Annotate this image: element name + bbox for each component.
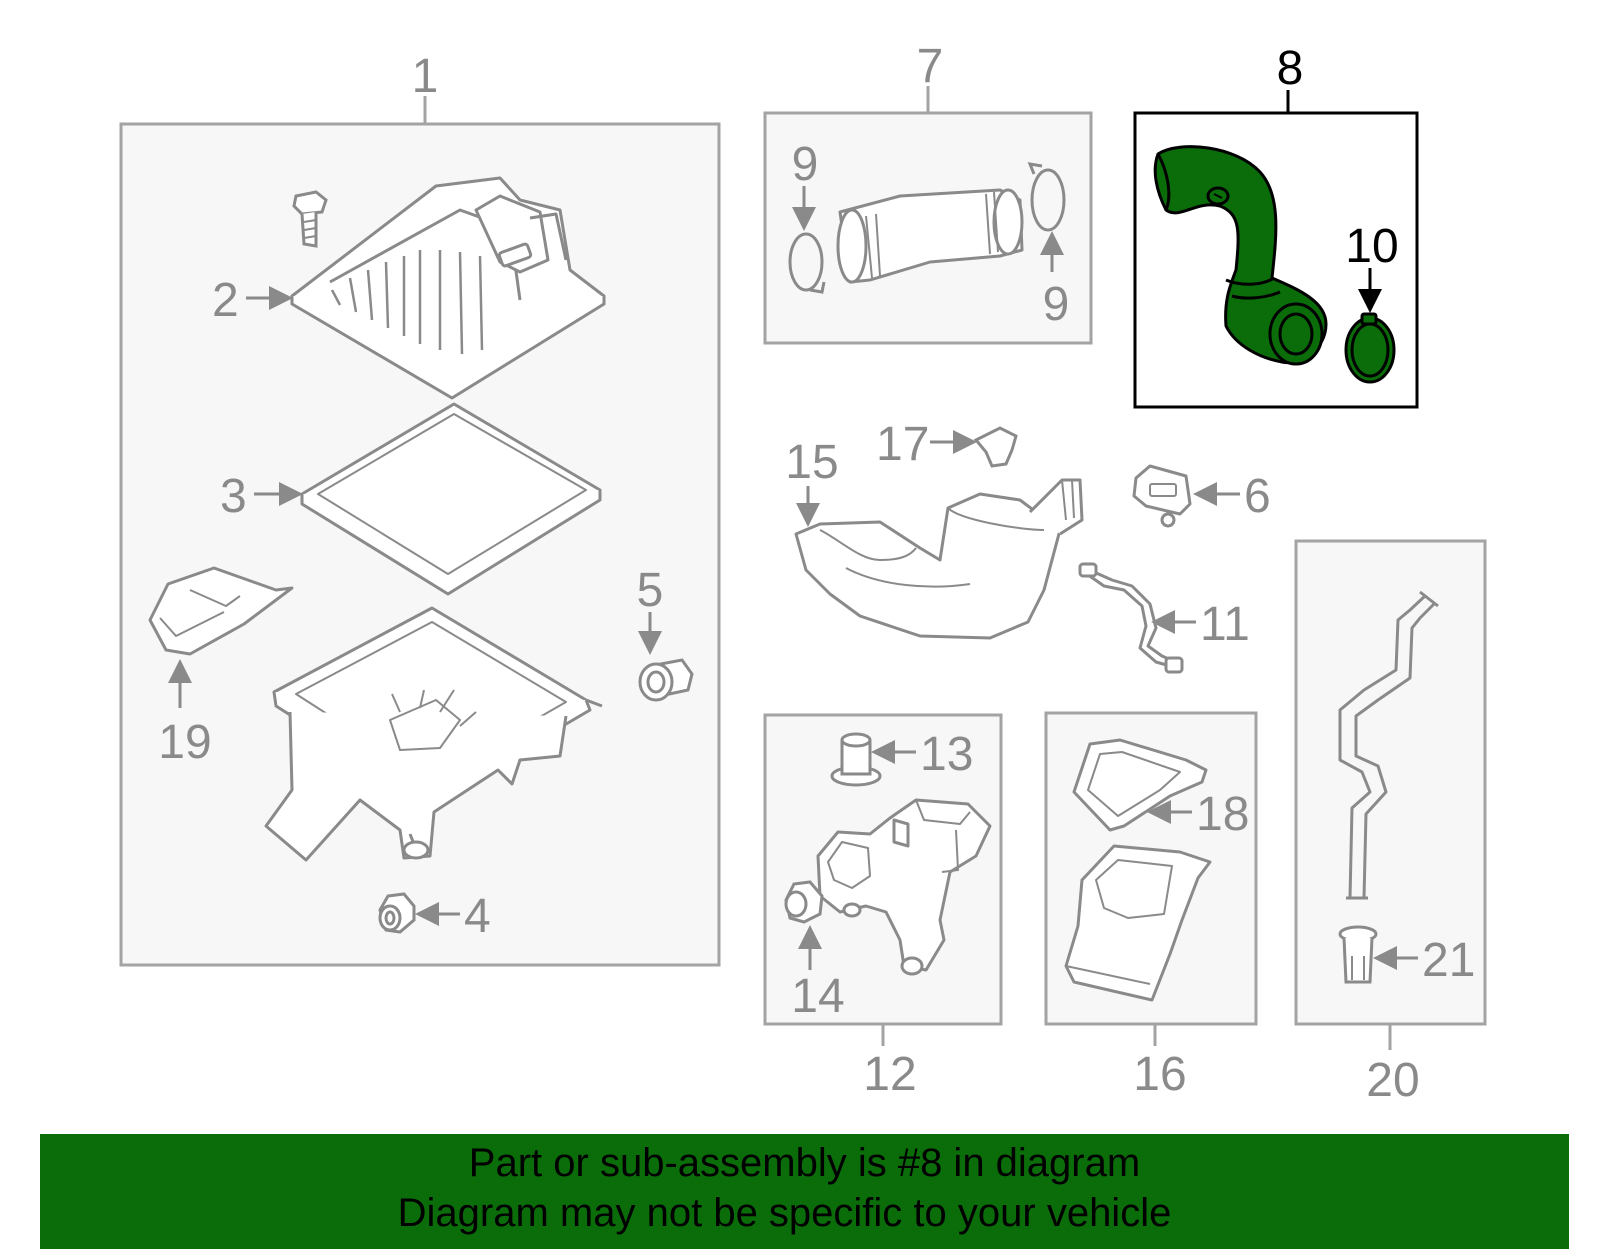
sensor-part [1132, 464, 1192, 528]
clamp-right-part [1027, 162, 1066, 232]
callout-8: 8 [1277, 42, 1304, 95]
air-duct-part [836, 188, 1024, 284]
resonator-part [816, 798, 992, 976]
info-banner: Part or sub-assembly is #8 in diagram Di… [40, 1134, 1569, 1246]
clamp-left-part [788, 232, 826, 294]
temp-sensor-part [1078, 562, 1184, 674]
seal-part-18 [1072, 738, 1208, 832]
grommet-part [378, 892, 416, 934]
cap-part-13 [830, 732, 882, 787]
callout-7: 7 [917, 40, 944, 93]
hose-clamp-part [1344, 312, 1396, 384]
callout-19: 19 [158, 716, 211, 769]
callout-12: 12 [863, 1048, 916, 1101]
grommet-part-14 [784, 880, 824, 924]
callout-20: 20 [1366, 1054, 1419, 1107]
drain-tube-box [1294, 539, 1487, 1050]
drain-tube-part [1338, 590, 1439, 900]
callout-11: 11 [1200, 598, 1250, 651]
screw-part [292, 190, 328, 248]
callout-9a: 9 [792, 138, 819, 191]
lower-duct-part [794, 478, 1084, 640]
sleeve-part [638, 658, 694, 702]
inlet-duct-part [1064, 844, 1212, 1002]
callout-15: 15 [785, 436, 838, 489]
callout-21: 21 [1422, 934, 1475, 987]
clip-part [973, 426, 1018, 468]
lower-housing-part [264, 606, 603, 862]
callout-1: 1 [412, 50, 439, 103]
callout-4: 4 [464, 890, 491, 943]
callout-13: 13 [920, 728, 973, 781]
callout-10: 10 [1345, 220, 1398, 273]
filter-element-part [300, 402, 602, 596]
callout-16: 16 [1133, 1048, 1186, 1101]
clip-part-21 [1338, 925, 1378, 984]
upper-housing-part [290, 176, 606, 400]
banner-line-1: Part or sub-assembly is #8 in diagram [468, 1141, 1141, 1185]
info-banner-bg [40, 1134, 1569, 1249]
callout-6: 6 [1244, 470, 1271, 523]
callout-18: 18 [1196, 788, 1249, 841]
callout-2: 2 [212, 274, 239, 327]
callout-5: 5 [637, 564, 664, 617]
banner-line-2: Diagram may not be specific to your vehi… [397, 1191, 1172, 1235]
duct-cover-part [148, 566, 294, 656]
callout-3: 3 [220, 470, 247, 523]
callout-9b: 9 [1043, 278, 1070, 331]
callout-14: 14 [791, 970, 844, 1023]
callout-17: 17 [876, 418, 929, 471]
intake-hose-part [1153, 145, 1328, 366]
